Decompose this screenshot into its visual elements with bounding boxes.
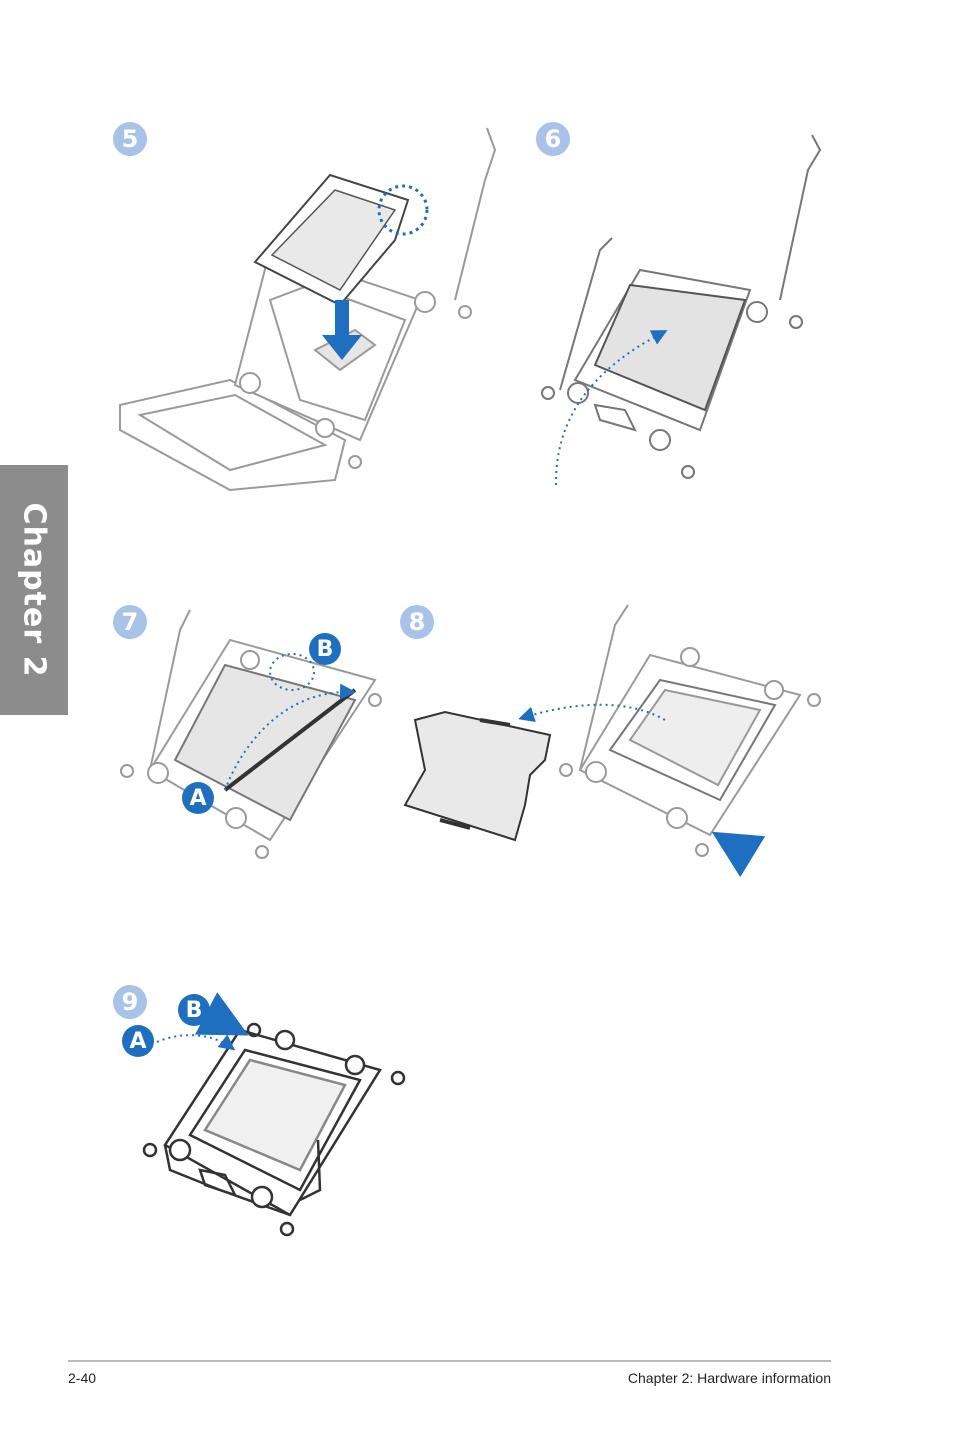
- callout-badge-b: B: [178, 994, 210, 1026]
- arrow-down-head-icon: [322, 335, 362, 360]
- step-number-9: 9: [113, 985, 147, 1019]
- step-number-6: 6: [536, 122, 570, 156]
- load-lever: [223, 688, 357, 792]
- push-arrow-icon: [194, 992, 249, 1036]
- hook-highlight-icon: [269, 653, 315, 691]
- step-number-7: 7: [113, 605, 147, 639]
- page-number: 2-40: [68, 1370, 97, 1386]
- figure-step-6: [541, 134, 822, 479]
- curved-arrow-icon: [156, 1034, 236, 1051]
- curved-arrow-icon: [518, 703, 666, 723]
- figure-step-8-socket: [559, 604, 821, 857]
- push-arrow-icon: [711, 831, 766, 878]
- figure-step-8: [403, 710, 552, 842]
- callout-badge-a: A: [182, 782, 214, 814]
- callout-badge-b: B: [309, 633, 341, 665]
- footer-divider: [68, 1360, 831, 1362]
- figure-step-7: [120, 609, 382, 859]
- figure-step-9: [142, 1022, 406, 1237]
- figure-step-5: [119, 127, 497, 492]
- footer-section-title: Chapter 2: Hardware information: [627, 1370, 831, 1386]
- step-number-5: 5: [113, 122, 147, 156]
- chapter-tab: Chapter 2: [0, 465, 68, 715]
- step-number-8: 8: [400, 605, 434, 639]
- curved-arrow-icon: [554, 330, 668, 486]
- alignment-mark-highlight-icon: [377, 184, 429, 236]
- callout-badge-a: A: [122, 1025, 154, 1057]
